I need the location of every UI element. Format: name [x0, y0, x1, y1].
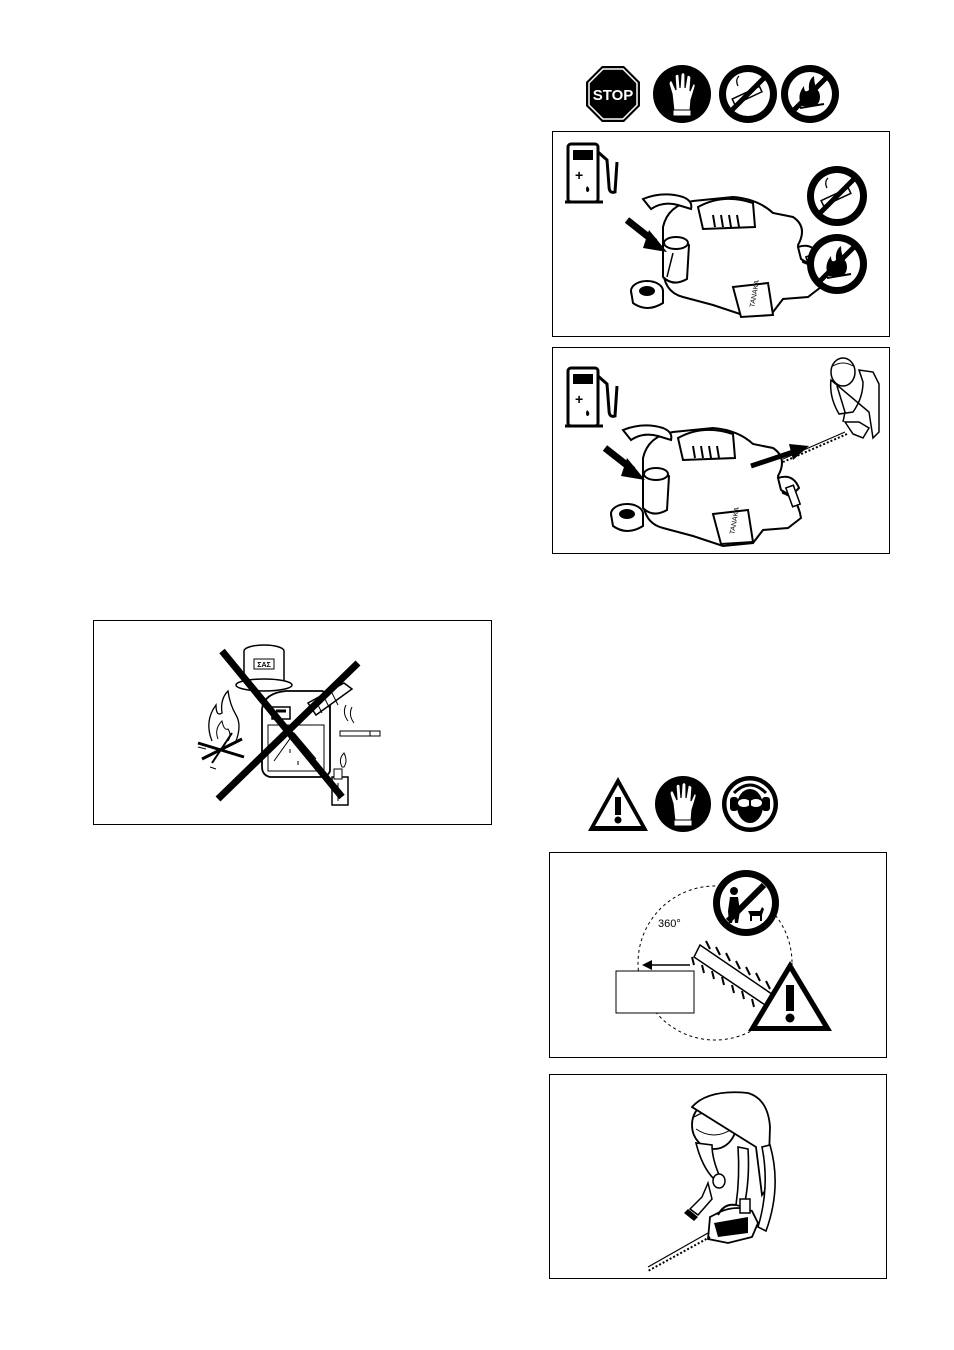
no-smoking-icon	[807, 166, 867, 226]
refuel-arrow-icon	[627, 220, 667, 252]
svg-text:+: +	[575, 167, 583, 183]
refuel-panel-no-smoking: + TANAKA	[552, 131, 890, 337]
no-open-flame-icon	[781, 65, 839, 123]
fuel-pump-icon: +	[565, 144, 617, 202]
gloves-icon	[655, 776, 711, 832]
no-smoking-icon	[719, 65, 777, 123]
safety-distance-panel: 360°	[549, 852, 887, 1058]
gloves-icon	[653, 65, 711, 123]
no-open-flame-icon	[807, 234, 867, 294]
can-label: ΣΑΣ	[257, 662, 270, 669]
svg-text:+: +	[575, 391, 583, 407]
angle-label: 360°	[658, 918, 681, 930]
distance-box	[616, 971, 694, 1013]
refuel-move-away-panel: + TANAKA	[552, 347, 890, 554]
stop-sign-icon: STOP	[586, 66, 640, 122]
crossed-out-fuel-storage-hazards: ΣΑΣ	[198, 645, 380, 805]
eye-ear-protection-icon	[722, 776, 778, 832]
distance-arrow-icon	[642, 960, 690, 970]
no-bystanders-icon	[713, 870, 779, 936]
fuel-storage-hazards-panel: ΣΑΣ	[93, 620, 492, 825]
operation-safety-icons	[586, 775, 786, 835]
operating-posture-panel	[549, 1074, 887, 1279]
engine-refuel-drawing: TANAKA	[631, 194, 821, 317]
refuel-arrow-icon	[605, 448, 645, 480]
top-safety-icons: STOP	[584, 64, 842, 126]
operator-with-hedge-trimmer	[648, 1092, 775, 1271]
stop-label: STOP	[593, 87, 634, 104]
warning-triangle-icon	[588, 777, 648, 831]
fuel-pump-icon: +	[565, 368, 617, 426]
engine-refuel-drawing: TANAKA	[611, 425, 801, 546]
